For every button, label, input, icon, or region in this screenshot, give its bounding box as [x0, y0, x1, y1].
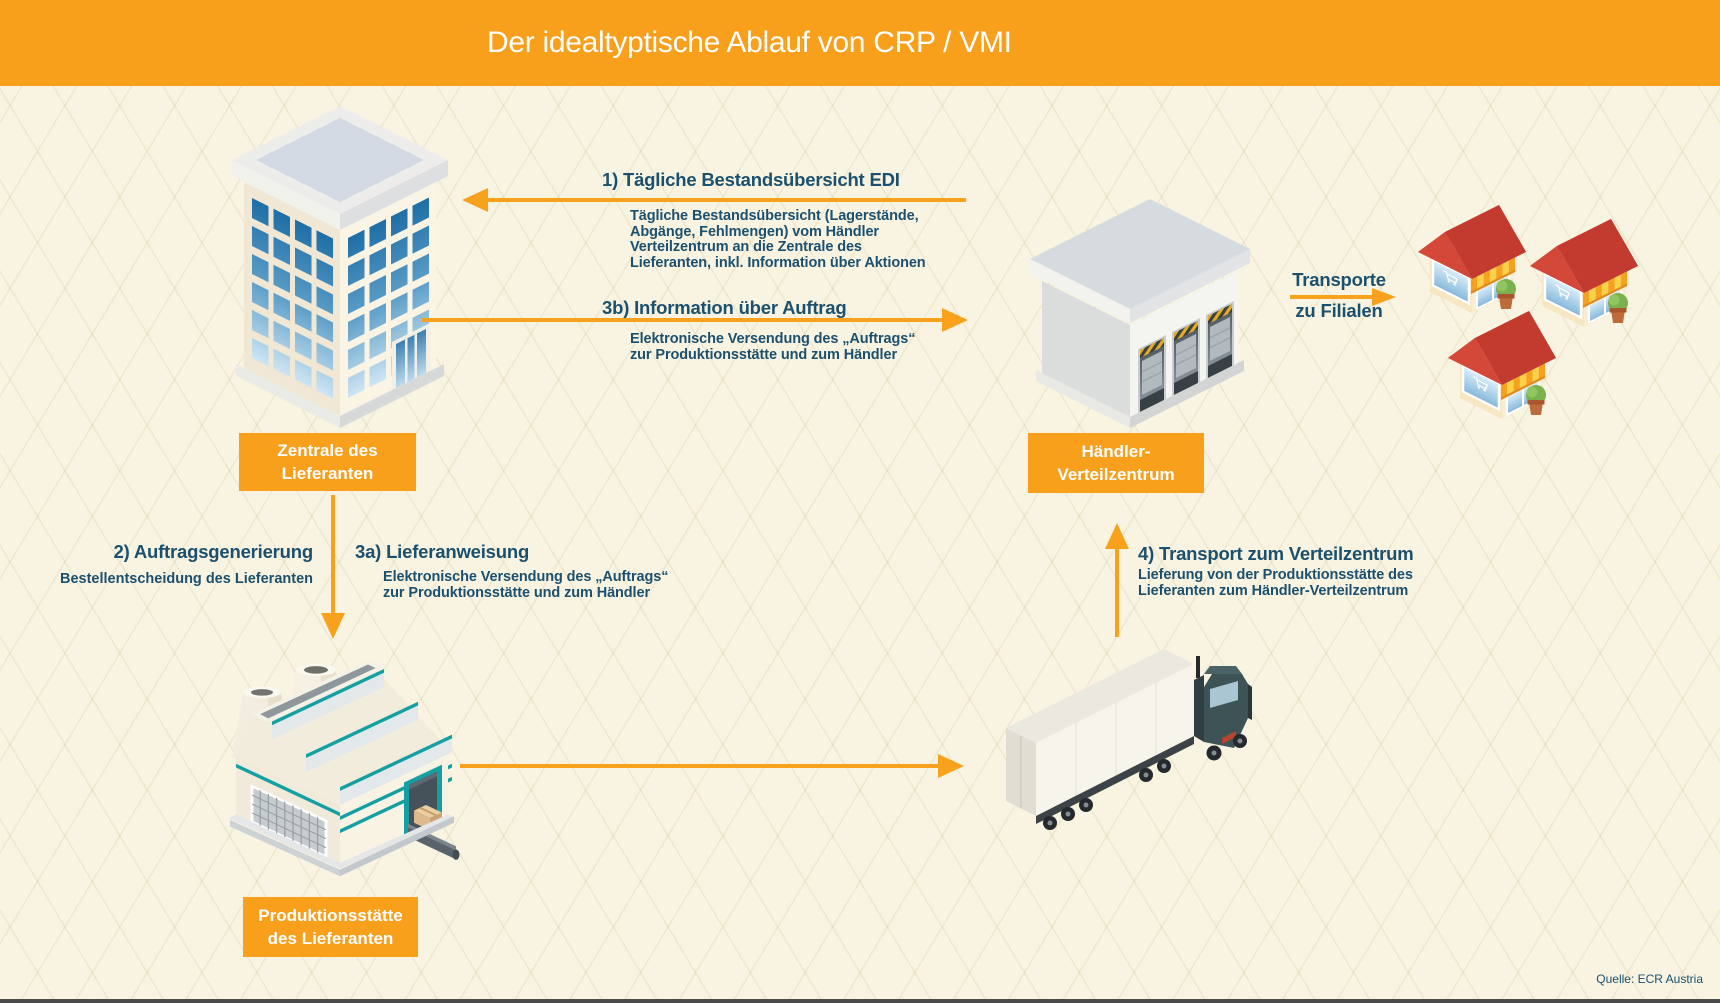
- stores-illustration: [1416, 203, 1640, 421]
- loading-docks: [1138, 301, 1234, 413]
- page-title: Der idealtyptische Ablauf von CRP / VMI: [487, 26, 1012, 59]
- arrow-step3b-right-icon: [422, 308, 968, 332]
- text-line: Verteilzentrum an die Zentrale des: [630, 239, 862, 256]
- transport-stores-label-line1: Transporte: [1292, 269, 1386, 290]
- trailer-wheels: [1043, 759, 1171, 830]
- step3b-title: 3b) Information über Auftrag: [602, 297, 847, 318]
- source-note: Quelle: ECR Austria: [1596, 972, 1703, 986]
- label-production-site: Produktionsstätte des Lieferanten: [243, 897, 418, 957]
- transport-stores-label-line2: zu Filialen: [1295, 300, 1383, 321]
- text-line: zur Produktionsstätte und zum Händler: [630, 346, 897, 363]
- step2-description: Bestellentscheidung des Lieferanten: [59, 571, 313, 587]
- arrow-step1-left-icon: [462, 188, 966, 212]
- step4-title: 4) Transport zum Verteilzentrum: [1138, 543, 1414, 564]
- text-line: Lieferanten, inkl. Information über Akti…: [630, 255, 926, 272]
- step2-title: 2) Auftragsgenerierung: [113, 541, 314, 562]
- label-line: Lieferanten: [281, 464, 374, 483]
- factory-illustration: [228, 660, 460, 877]
- step3a-description: Elektronische Versendung des „Auftrags“ …: [383, 569, 669, 601]
- text-line: Elektronische Versendung des „Auftrags“: [383, 569, 669, 585]
- arrow-step2-down-icon: [321, 495, 345, 639]
- header-bar: Der idealtyptische Ablauf von CRP / VMI: [0, 0, 1720, 86]
- label-line: Produktionsstätte: [258, 905, 403, 925]
- text-line: Tägliche Bestandsübersicht (Lagerstände,: [630, 208, 919, 224]
- entrance-door: [392, 323, 430, 390]
- bottom-edge-bar: [0, 999, 1720, 1003]
- step3a-title: 3a) Lieferanweisung: [355, 541, 530, 562]
- text-line: zur Produktionsstätte und zum Händler: [383, 584, 650, 601]
- truck-cab: [1194, 656, 1252, 761]
- arrow-factory-to-truck-icon: [460, 754, 964, 778]
- text-line: Elektronische Versendung des „Auftrags“: [630, 331, 916, 347]
- left-facade-windows: [252, 198, 333, 399]
- label-line: Händler-: [1081, 441, 1151, 461]
- step4-description: Lieferung von der Produktionsstätte des …: [1138, 567, 1413, 599]
- step3b-description: Elektronische Versendung des „Auftrags“ …: [630, 331, 916, 363]
- step2-block: 2) Auftragsgenerierung Bestellentscheidu…: [0, 541, 313, 588]
- step1-description: Tägliche Bestandsübersicht (Lagerstände,…: [630, 208, 926, 272]
- text-line: Lieferung von der Produktionsstätte des: [1138, 567, 1413, 583]
- truck-illustration: [1006, 649, 1252, 830]
- step1-title: 1) Tägliche Bestandsübersicht EDI: [602, 169, 900, 190]
- label-distribution-center: Händler- Verteilzentrum: [1028, 433, 1204, 493]
- label-line: des Lieferanten: [267, 929, 394, 948]
- supplier-hq-building-illustration: [232, 106, 448, 428]
- right-facade-windows: [348, 197, 430, 398]
- label-supplier-hq: Zentrale des Lieferanten: [239, 433, 416, 491]
- label-line: Zentrale des: [277, 440, 378, 460]
- arrow-step4-up-icon: [1105, 523, 1129, 637]
- arrow-to-stores-icon: [1290, 288, 1396, 306]
- warehouse-illustration: [1030, 199, 1250, 428]
- text-line: Abgänge, Fehlmengen) vom Händler: [630, 223, 879, 240]
- label-line: Verteilzentrum: [1057, 465, 1175, 484]
- text-line: Lieferanten zum Händler-Verteilzentrum: [1138, 582, 1409, 599]
